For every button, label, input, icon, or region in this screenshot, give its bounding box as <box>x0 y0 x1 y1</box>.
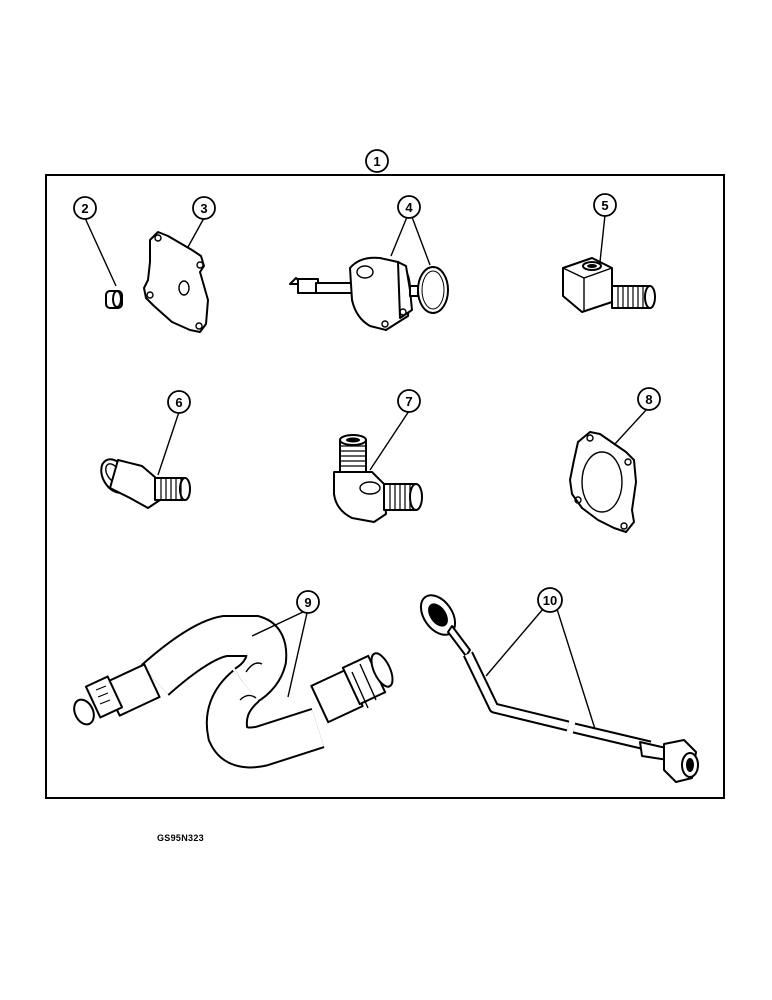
callout-5: 5 <box>593 193 617 217</box>
leader-4a <box>390 216 408 257</box>
part-4-o-ring <box>417 266 449 314</box>
callout-8: 8 <box>637 387 661 411</box>
callout-1: 1 <box>365 149 389 173</box>
part-10-banjo-line <box>419 594 699 783</box>
svg-text:3: 3 <box>200 201 207 216</box>
callout-2: 2 <box>73 196 97 220</box>
leader-2 <box>84 217 117 287</box>
callout-9: 9 <box>296 590 320 614</box>
part-4-valve <box>289 256 419 331</box>
callout-3: 3 <box>192 196 216 220</box>
leader-3 <box>187 217 205 248</box>
svg-text:8: 8 <box>645 392 652 407</box>
svg-text:1: 1 <box>373 154 380 169</box>
svg-text:7: 7 <box>405 394 412 409</box>
part-5-elbow-block <box>562 257 656 313</box>
kit-frame <box>45 174 725 799</box>
leader-7 <box>369 410 410 471</box>
svg-text:6: 6 <box>175 395 182 410</box>
leader-9a <box>251 611 304 637</box>
leader-6 <box>157 411 180 476</box>
part-7-street-elbow <box>333 434 423 523</box>
part-9-hose <box>73 615 394 769</box>
svg-text:9: 9 <box>304 595 311 610</box>
leader-4b <box>411 216 431 266</box>
part-6-45-fitting <box>100 458 191 509</box>
leader-9b <box>287 612 308 698</box>
callout-10: 10 <box>537 587 563 613</box>
figure-code: GS95N323 <box>157 833 204 843</box>
svg-text:5: 5 <box>601 198 608 213</box>
leader-10a <box>485 608 544 677</box>
part-8-gasket <box>569 431 637 533</box>
callout-7: 7 <box>397 389 421 413</box>
callout-4: 4 <box>397 195 421 219</box>
part-3-cover-plate <box>143 231 209 333</box>
leader-10b <box>556 608 596 730</box>
part-2-plug <box>105 290 123 309</box>
leader-5 <box>599 214 606 263</box>
leader-8 <box>613 408 648 446</box>
svg-text:10: 10 <box>543 593 557 608</box>
svg-text:4: 4 <box>405 200 413 215</box>
callout-6: 6 <box>167 390 191 414</box>
svg-text:2: 2 <box>81 201 88 216</box>
